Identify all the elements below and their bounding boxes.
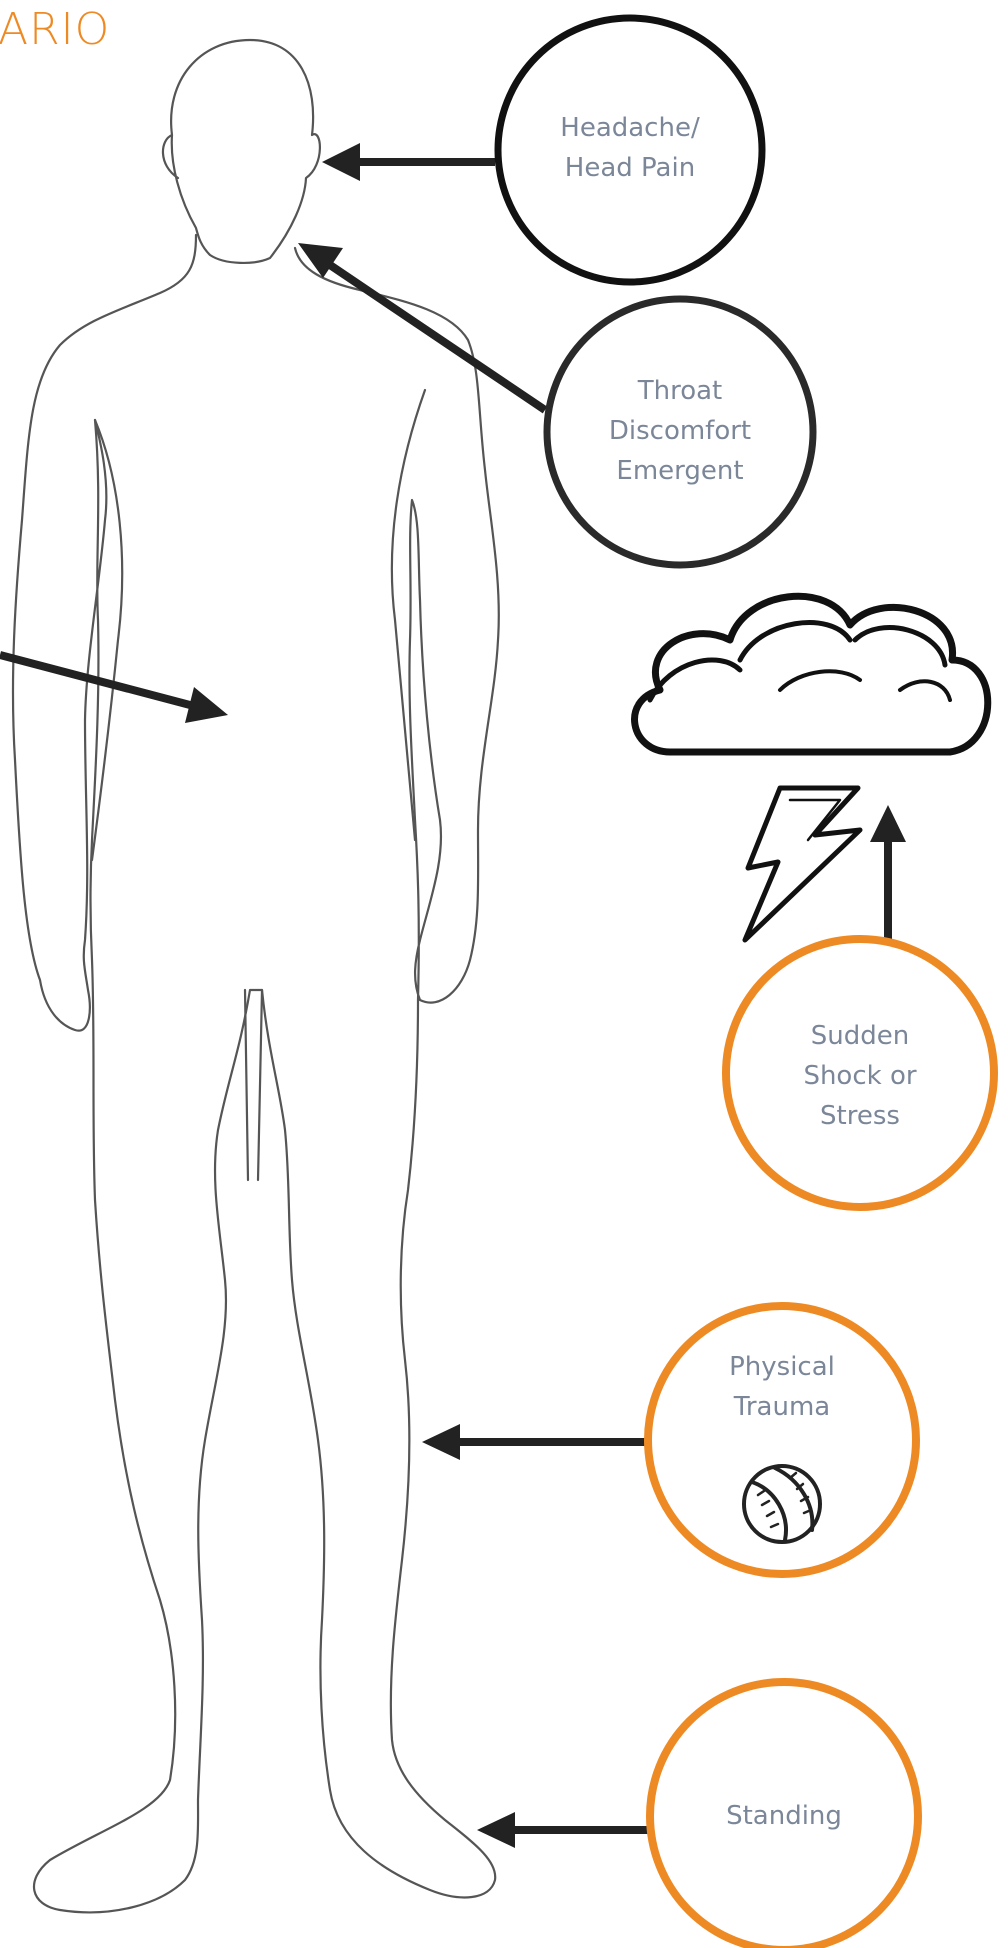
abdomen-arrowhead (185, 687, 228, 723)
body-silhouette (13, 235, 499, 1912)
throat-arrow-line (330, 265, 545, 410)
standing-label: Standing (674, 1796, 894, 1836)
standing-arrowhead (477, 1812, 515, 1848)
throat-label-line-1: Throat (570, 371, 790, 411)
headache-label-line-1: Headache/ (520, 108, 740, 148)
trauma-label-line-2: Trauma (672, 1387, 892, 1427)
headache-label: Headache/ Head Pain (520, 108, 740, 188)
throat-label: Throat Discomfort Emergent (570, 371, 790, 491)
trauma-arrowhead (422, 1424, 460, 1460)
shock-label: Sudden Shock or Stress (750, 1016, 970, 1136)
throat-label-line-2: Discomfort (570, 411, 790, 451)
headache-arrowhead (322, 143, 360, 181)
storm-cloud-lightning-icon (635, 596, 988, 940)
human-body-outline (13, 40, 499, 1912)
standing-label-line-1: Standing (674, 1796, 894, 1836)
baseball-icon (744, 1466, 820, 1542)
shock-label-line-3: Stress (750, 1096, 970, 1136)
shock-label-line-1: Sudden (750, 1016, 970, 1056)
trauma-label: Physical Trauma (672, 1347, 892, 1427)
abdomen-arrow-line (0, 655, 190, 705)
headache-label-line-2: Head Pain (520, 148, 740, 188)
throat-label-line-3: Emergent (570, 451, 790, 491)
head-outline (163, 40, 320, 263)
crotch-line (245, 990, 262, 1180)
trauma-label-line-1: Physical (672, 1347, 892, 1387)
shock-label-line-2: Shock or (750, 1056, 970, 1096)
shock-arrowhead (870, 805, 906, 842)
